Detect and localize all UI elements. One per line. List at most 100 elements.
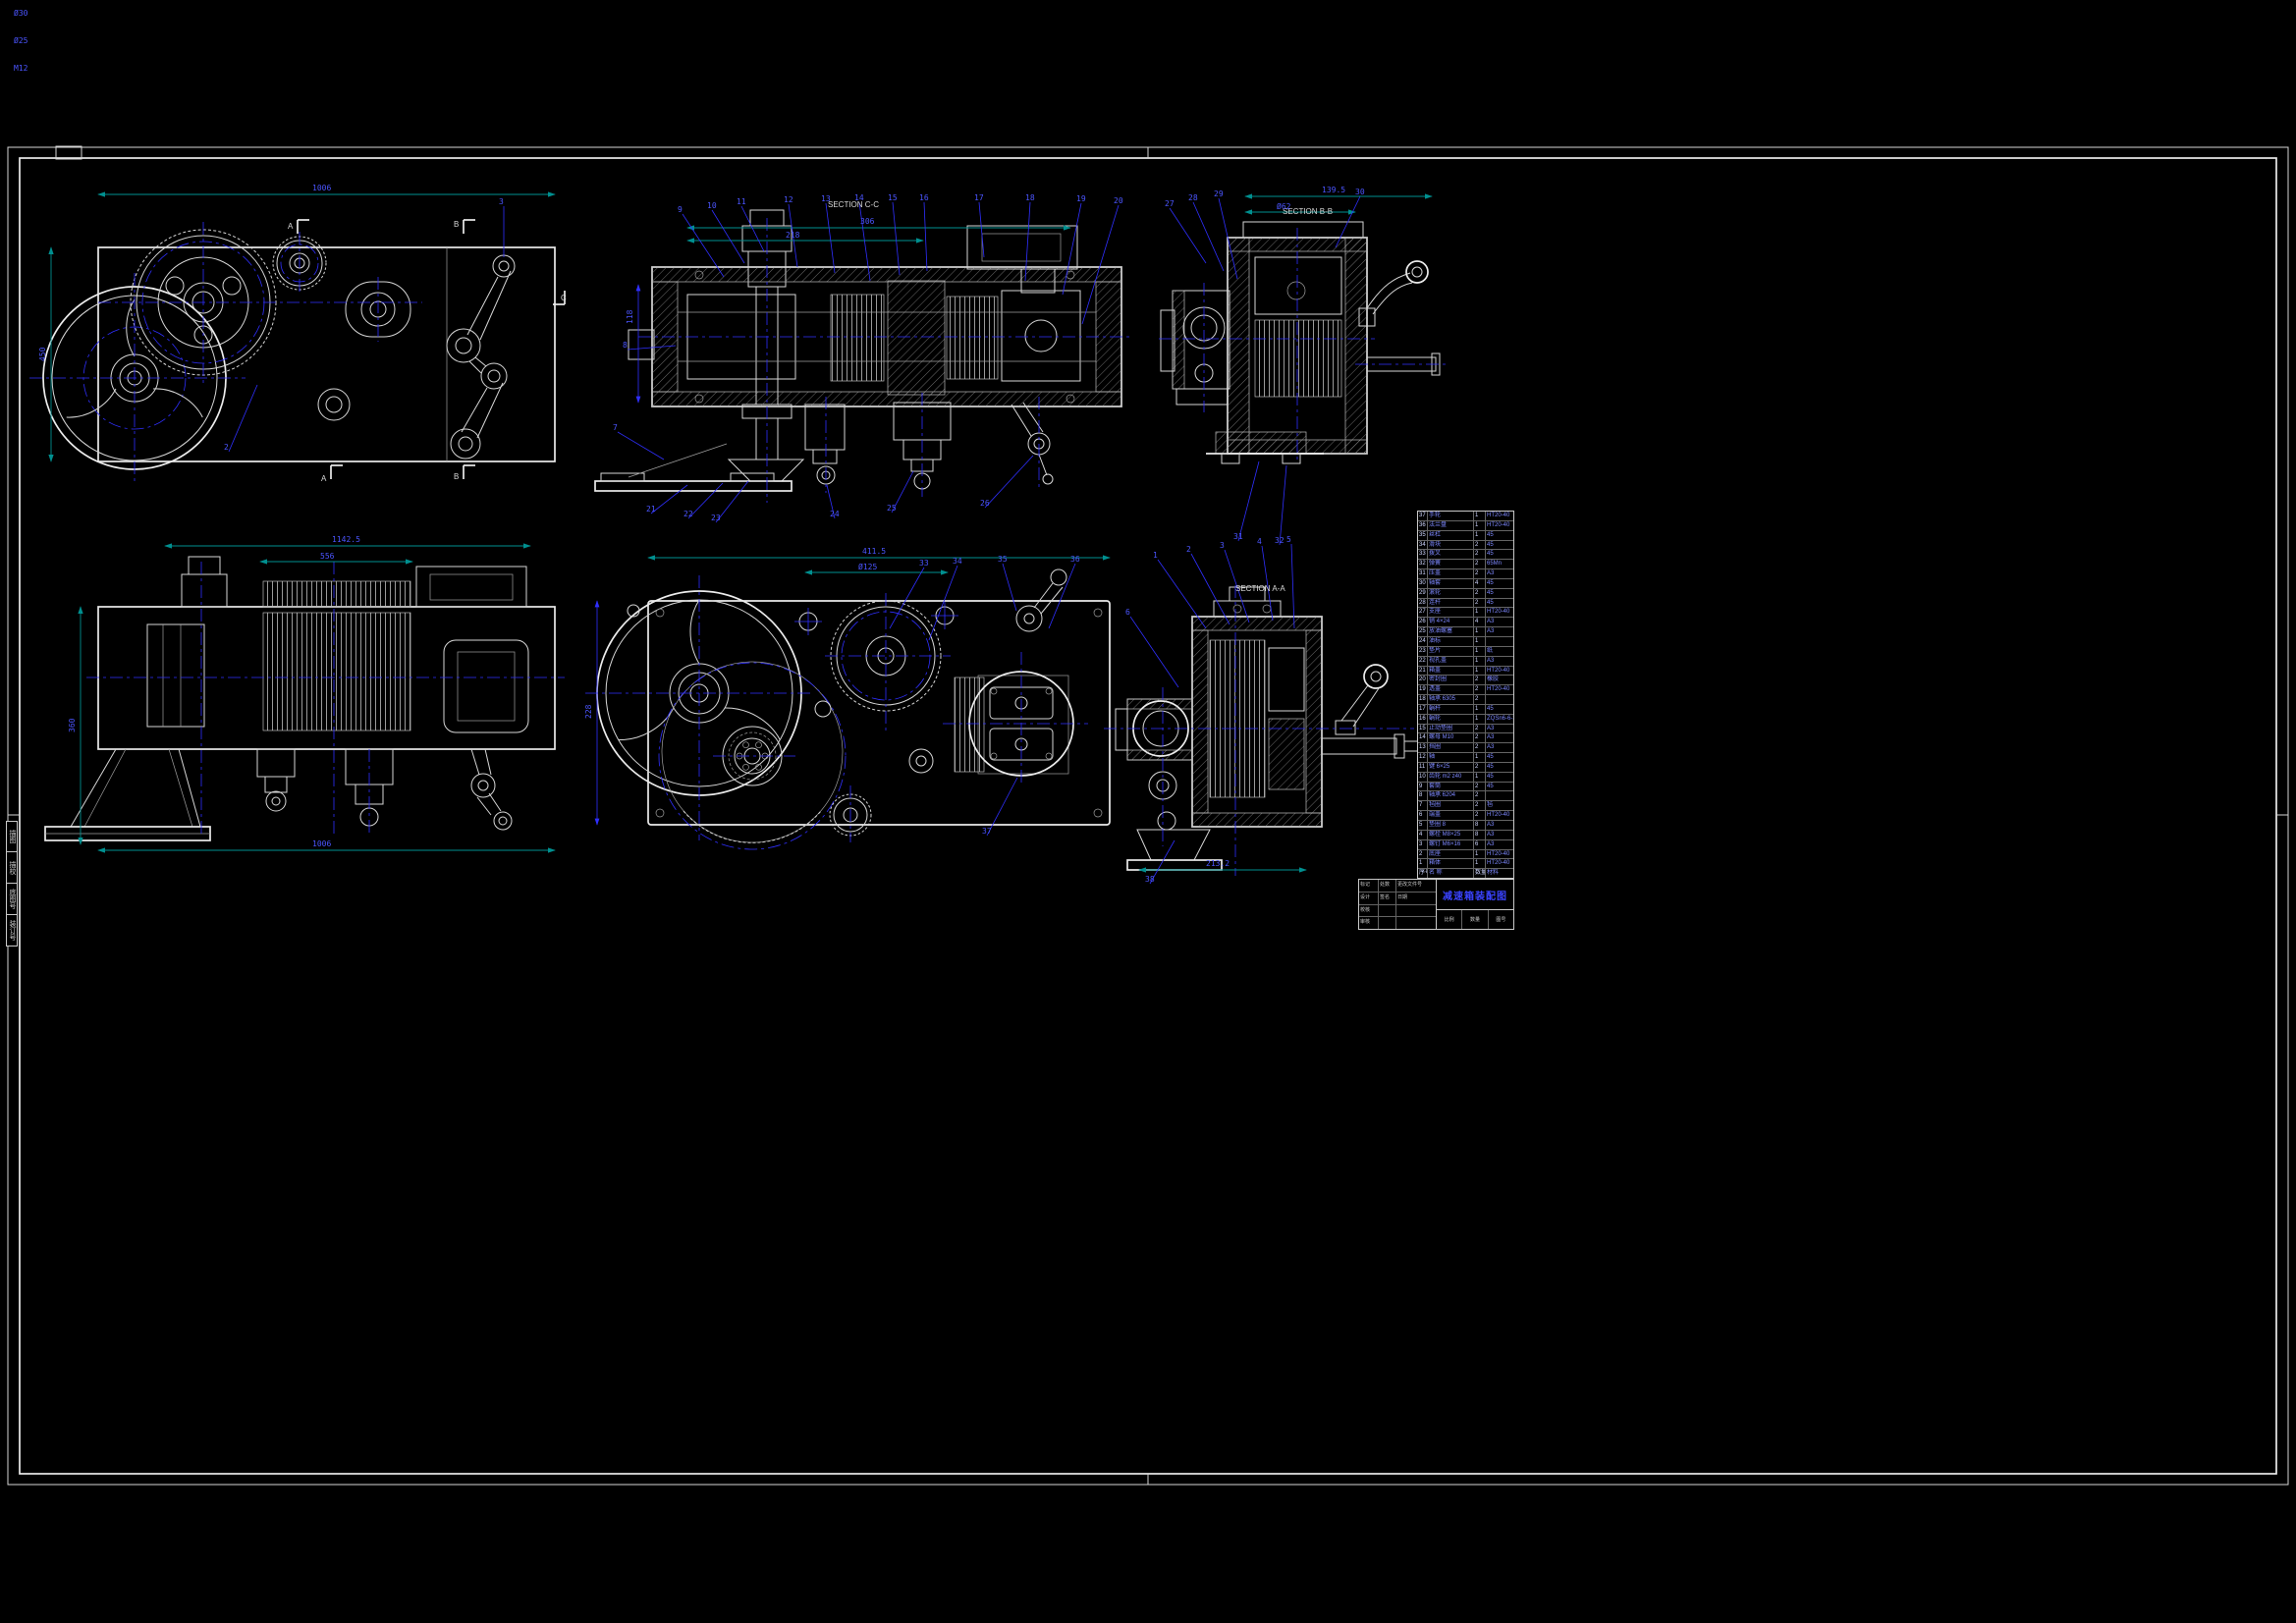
parts-table-cell: 2 — [1474, 685, 1486, 695]
parts-table-cell: 24 — [1418, 636, 1428, 646]
leader-line — [1279, 464, 1287, 546]
part-number-label: 16 — [919, 193, 929, 202]
parts-table-cell: 2 — [1474, 724, 1486, 733]
parts-table-cell: 2 — [1474, 560, 1486, 569]
part-number-label: 17 — [974, 193, 984, 202]
part-number-label: 5 — [1286, 535, 1291, 544]
parts-table-cell: A3 — [1487, 840, 1495, 847]
parts-table-cell: 1 — [1474, 512, 1486, 520]
parts-table-cell: 26 — [1418, 618, 1428, 627]
parts-table-cell: 螺栓 M8×25 — [1428, 830, 1474, 839]
parts-table-cell: 45 — [1487, 705, 1494, 712]
parts-table-cell: 27 — [1418, 608, 1428, 618]
leader-line — [687, 482, 724, 519]
parts-table-cell: 1 — [1474, 849, 1486, 859]
parts-table-cell: A3 — [1487, 619, 1495, 625]
parts-table-cell: 蜗轮 — [1428, 714, 1474, 724]
leader-line — [1224, 549, 1250, 623]
parts-table-cell: 2 — [1418, 849, 1428, 859]
parts-table-cell: 25 — [1418, 627, 1428, 636]
leader-line — [891, 470, 914, 514]
leader-line — [978, 201, 985, 258]
leader-line — [928, 565, 958, 641]
part-number-label: 7 — [613, 423, 618, 432]
parts-table-cell: 2 — [1474, 733, 1486, 743]
part-number-label: 14 — [854, 193, 864, 202]
title-block-cell: 审核 — [1359, 917, 1379, 929]
title-block-cell — [1379, 917, 1396, 929]
parts-table-cell: HT20-40 — [1487, 667, 1510, 674]
parts-table-cell: HT20-40 — [1487, 686, 1510, 693]
title-block-row: 校核 — [1359, 904, 1436, 918]
part-number-label: 35 — [998, 555, 1008, 564]
parts-table-cell: HT20-40 — [1487, 513, 1510, 518]
parts-table-cell: 23 — [1418, 646, 1428, 656]
dimension-label: 1142.5 — [332, 535, 360, 544]
leader-line — [1149, 839, 1175, 885]
parts-table-cell: 9 — [1418, 782, 1428, 791]
leader-line — [228, 384, 258, 453]
parts-table-cell: 16 — [1418, 714, 1428, 724]
part-number-label: 31 — [1233, 532, 1243, 541]
parts-table-cell: 连杆 — [1428, 598, 1474, 608]
parts-table-cell: HT20-40 — [1487, 521, 1510, 528]
parts-table-cell: 密封圈 — [1428, 676, 1474, 685]
dimension-label: 306 — [860, 217, 875, 226]
leader-line — [892, 201, 901, 276]
parts-table-cell: 端盖 — [1428, 811, 1474, 820]
parts-table-cell: 齿轮 m2 z40 — [1428, 772, 1474, 782]
parts-table-cell: 45 — [1487, 773, 1494, 780]
parts-table-cell: 止动垫圈 — [1428, 724, 1474, 733]
part-number-label: 11 — [737, 197, 746, 206]
leader-line — [1081, 204, 1120, 325]
parts-table-cell: 1 — [1474, 627, 1486, 636]
parts-table-cell: 4 — [1474, 578, 1486, 588]
title-block-row: 审核 — [1359, 917, 1436, 929]
parts-table-cell: 8 — [1418, 791, 1428, 801]
leader-line — [825, 202, 836, 274]
view-label: SECTION B-B — [1283, 207, 1333, 216]
title-block-info-row: 比例数量图号 — [1437, 910, 1513, 929]
part-number-label: 21 — [646, 505, 656, 514]
leader-line — [889, 567, 925, 629]
leader-line — [923, 201, 928, 272]
parts-table-cell: 销 4×24 — [1428, 618, 1474, 627]
parts-table-cell: 6 — [1474, 839, 1486, 849]
part-number-label: 2 — [224, 443, 229, 452]
parts-table-cell: 8 — [1474, 830, 1486, 839]
part-number-label: 10 — [707, 201, 717, 210]
parts-table-cell: 丝杠 — [1428, 530, 1474, 540]
parts-table-cell: A3 — [1487, 570, 1495, 577]
leader-line — [650, 484, 688, 514]
parts-table-cell: 1 — [1474, 704, 1486, 714]
dimension-label: 360 — [68, 718, 77, 732]
title-block-cell: 日期 — [1397, 893, 1408, 900]
parts-table-cell: 18 — [1418, 695, 1428, 704]
part-number-label: 24 — [830, 510, 840, 518]
parts-table-cell: 毡 — [1487, 802, 1494, 809]
part-number-label: 28 — [1188, 193, 1198, 202]
parts-table-cell: 36 — [1418, 520, 1428, 530]
part-number-label: 38 — [1145, 875, 1155, 884]
parts-table-cell: 4 — [1474, 618, 1486, 627]
parts-table-cell: 压盖 — [1428, 569, 1474, 578]
dimension-label: Ø30 — [14, 8, 28, 18]
parts-table-cell: 毡圈 — [1428, 801, 1474, 811]
parts-table-cell: 4 — [1418, 830, 1428, 839]
parts-table-cell: 视孔盖 — [1428, 656, 1474, 666]
